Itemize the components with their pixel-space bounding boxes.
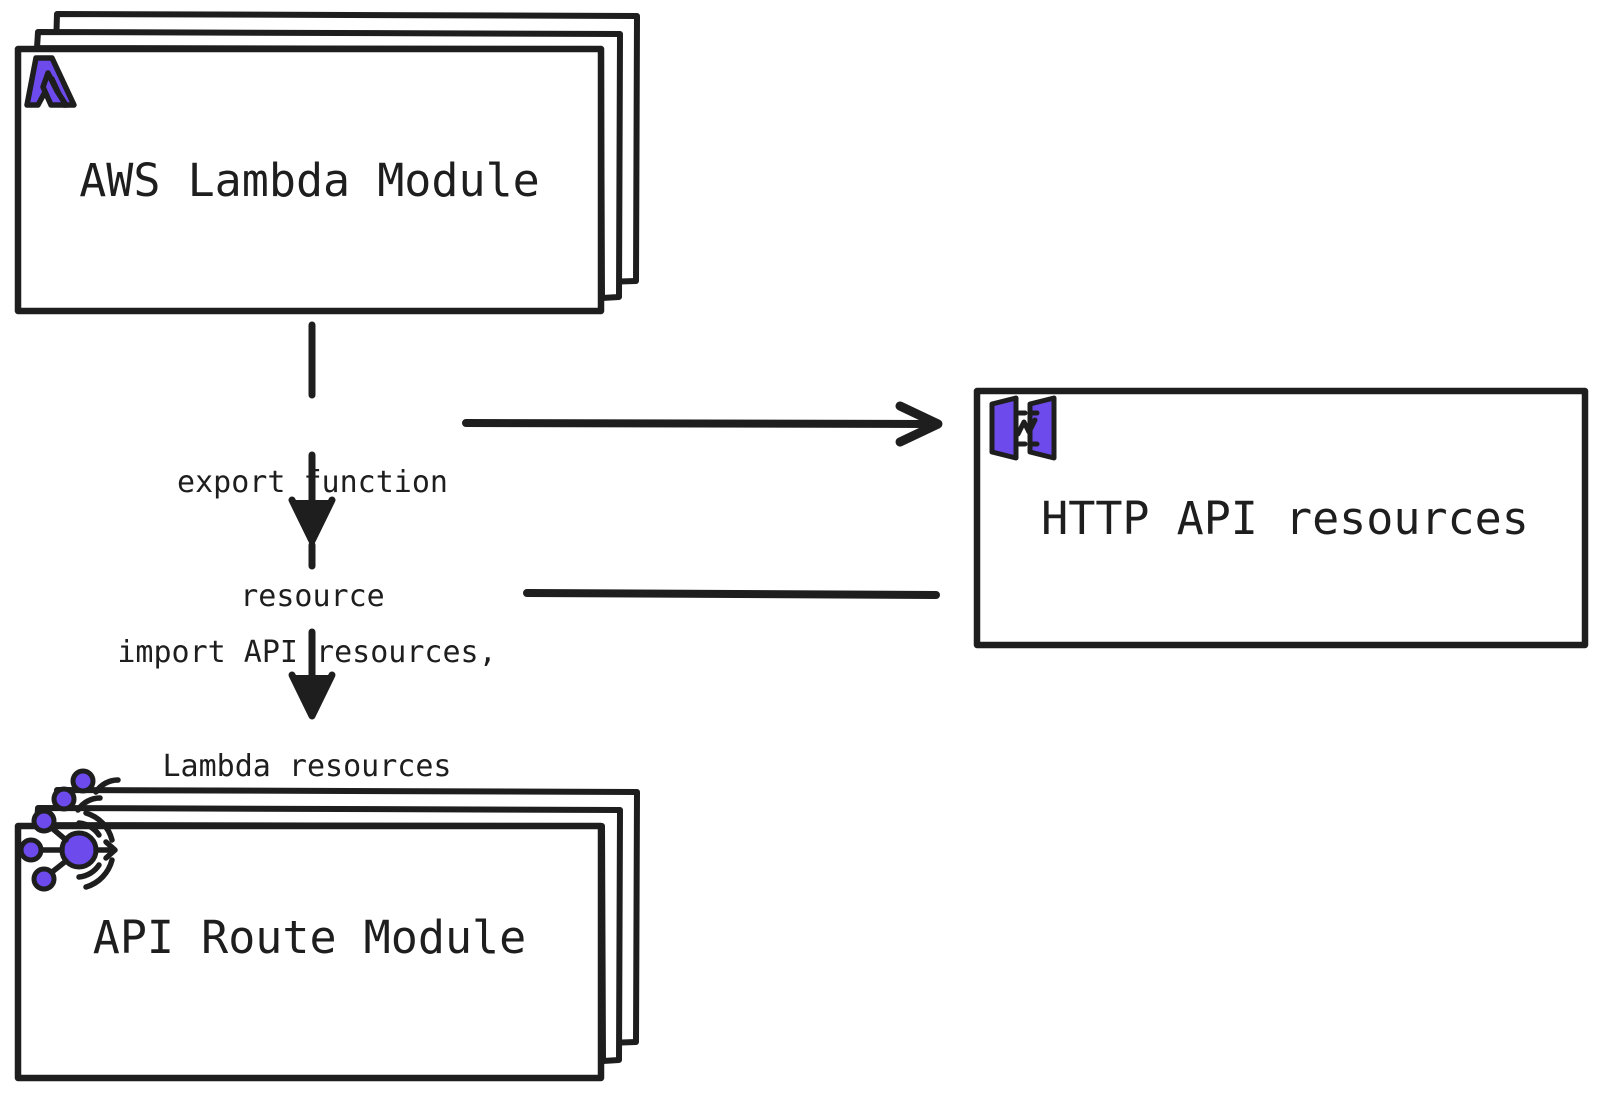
node-api-route-module[interactable]	[14, 768, 640, 1082]
edge-label-import-line2: Lambda resources	[162, 749, 452, 784]
route-card-front	[14, 822, 605, 1082]
node-http-api-resources[interactable]	[973, 387, 1589, 649]
aws-lambda-icon	[24, 55, 77, 108]
edge-label-import-api-lambda-resources: import API resources, Lambda resources	[82, 558, 532, 824]
edge-label-export-line1: export function	[177, 465, 448, 500]
api-route-network-icon-peek	[51, 768, 121, 813]
edge-label-export-line2: resource	[240, 579, 385, 614]
edge-label-export-function-resource: export function resource	[105, 388, 520, 654]
edge-export-arrow	[462, 401, 943, 447]
edge-import-line	[523, 589, 940, 599]
edge-export-vertical	[288, 321, 336, 545]
http-api-card	[973, 387, 1589, 649]
edge-import-vertical	[288, 541, 336, 720]
lambda-card-front	[14, 45, 605, 315]
edge-label-import-line1: import API resources,	[117, 635, 497, 670]
node-aws-lambda-module[interactable]	[14, 11, 640, 315]
api-route-network-icon	[18, 808, 118, 892]
aws-api-gateway-icon	[989, 395, 1057, 461]
